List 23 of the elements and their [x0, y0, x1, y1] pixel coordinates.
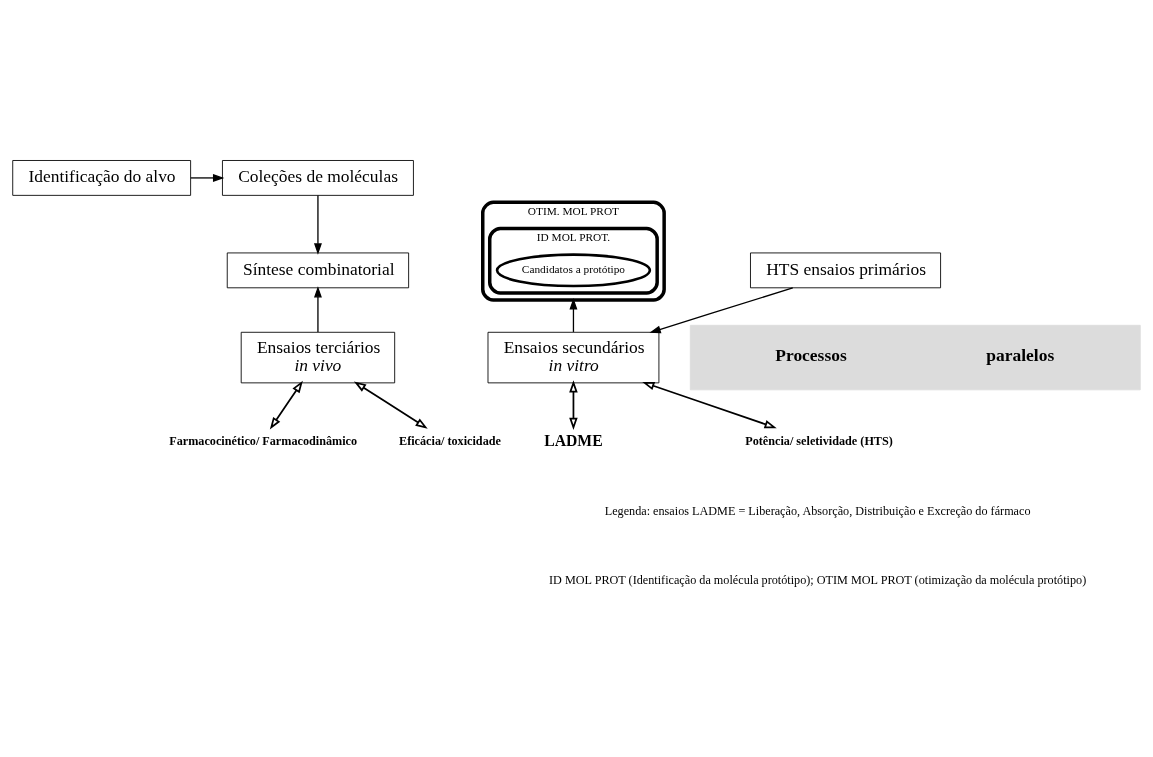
arrow: [353, 381, 428, 429]
node-box: Identificação do alvo: [12, 160, 192, 196]
node-box: Ensaios terciários in vivo: [240, 331, 396, 384]
node-box: Processos paralelos: [689, 324, 1141, 391]
node-box: HTS ensaios primários: [750, 252, 941, 289]
arrow: [190, 173, 225, 182]
arrow: [269, 380, 303, 430]
arrow: [649, 287, 794, 334]
arrow: [569, 380, 578, 430]
arrow: [313, 194, 322, 255]
node-ellipse: Candidatos a protótipo: [495, 253, 652, 288]
node-text: Eficácia/ toxicidade: [399, 434, 501, 449]
arrow: [313, 286, 322, 333]
node-text: Potência/ seletividade (HTS): [745, 434, 893, 449]
arrow: [569, 298, 578, 333]
node-box: Ensaios secundários in vitro: [487, 331, 660, 384]
node-text: LADME: [544, 432, 603, 449]
label: ID MOL PROT (Identificação da molécula protótipo); OTIM MOL PROT (otimização da molécula protótipo): [549, 573, 1087, 588]
node-box: Coleções de moléculas: [222, 160, 414, 196]
arrow: [642, 381, 777, 429]
node-text: Farmacocinético/ Farmacodinâmico: [169, 434, 358, 449]
node-box: Síntese combinatorial: [226, 252, 410, 289]
label: Legenda: ensaios LADME = Liberação, Absorção, Distribuição e Excreção do fármaco: [604, 504, 1031, 519]
